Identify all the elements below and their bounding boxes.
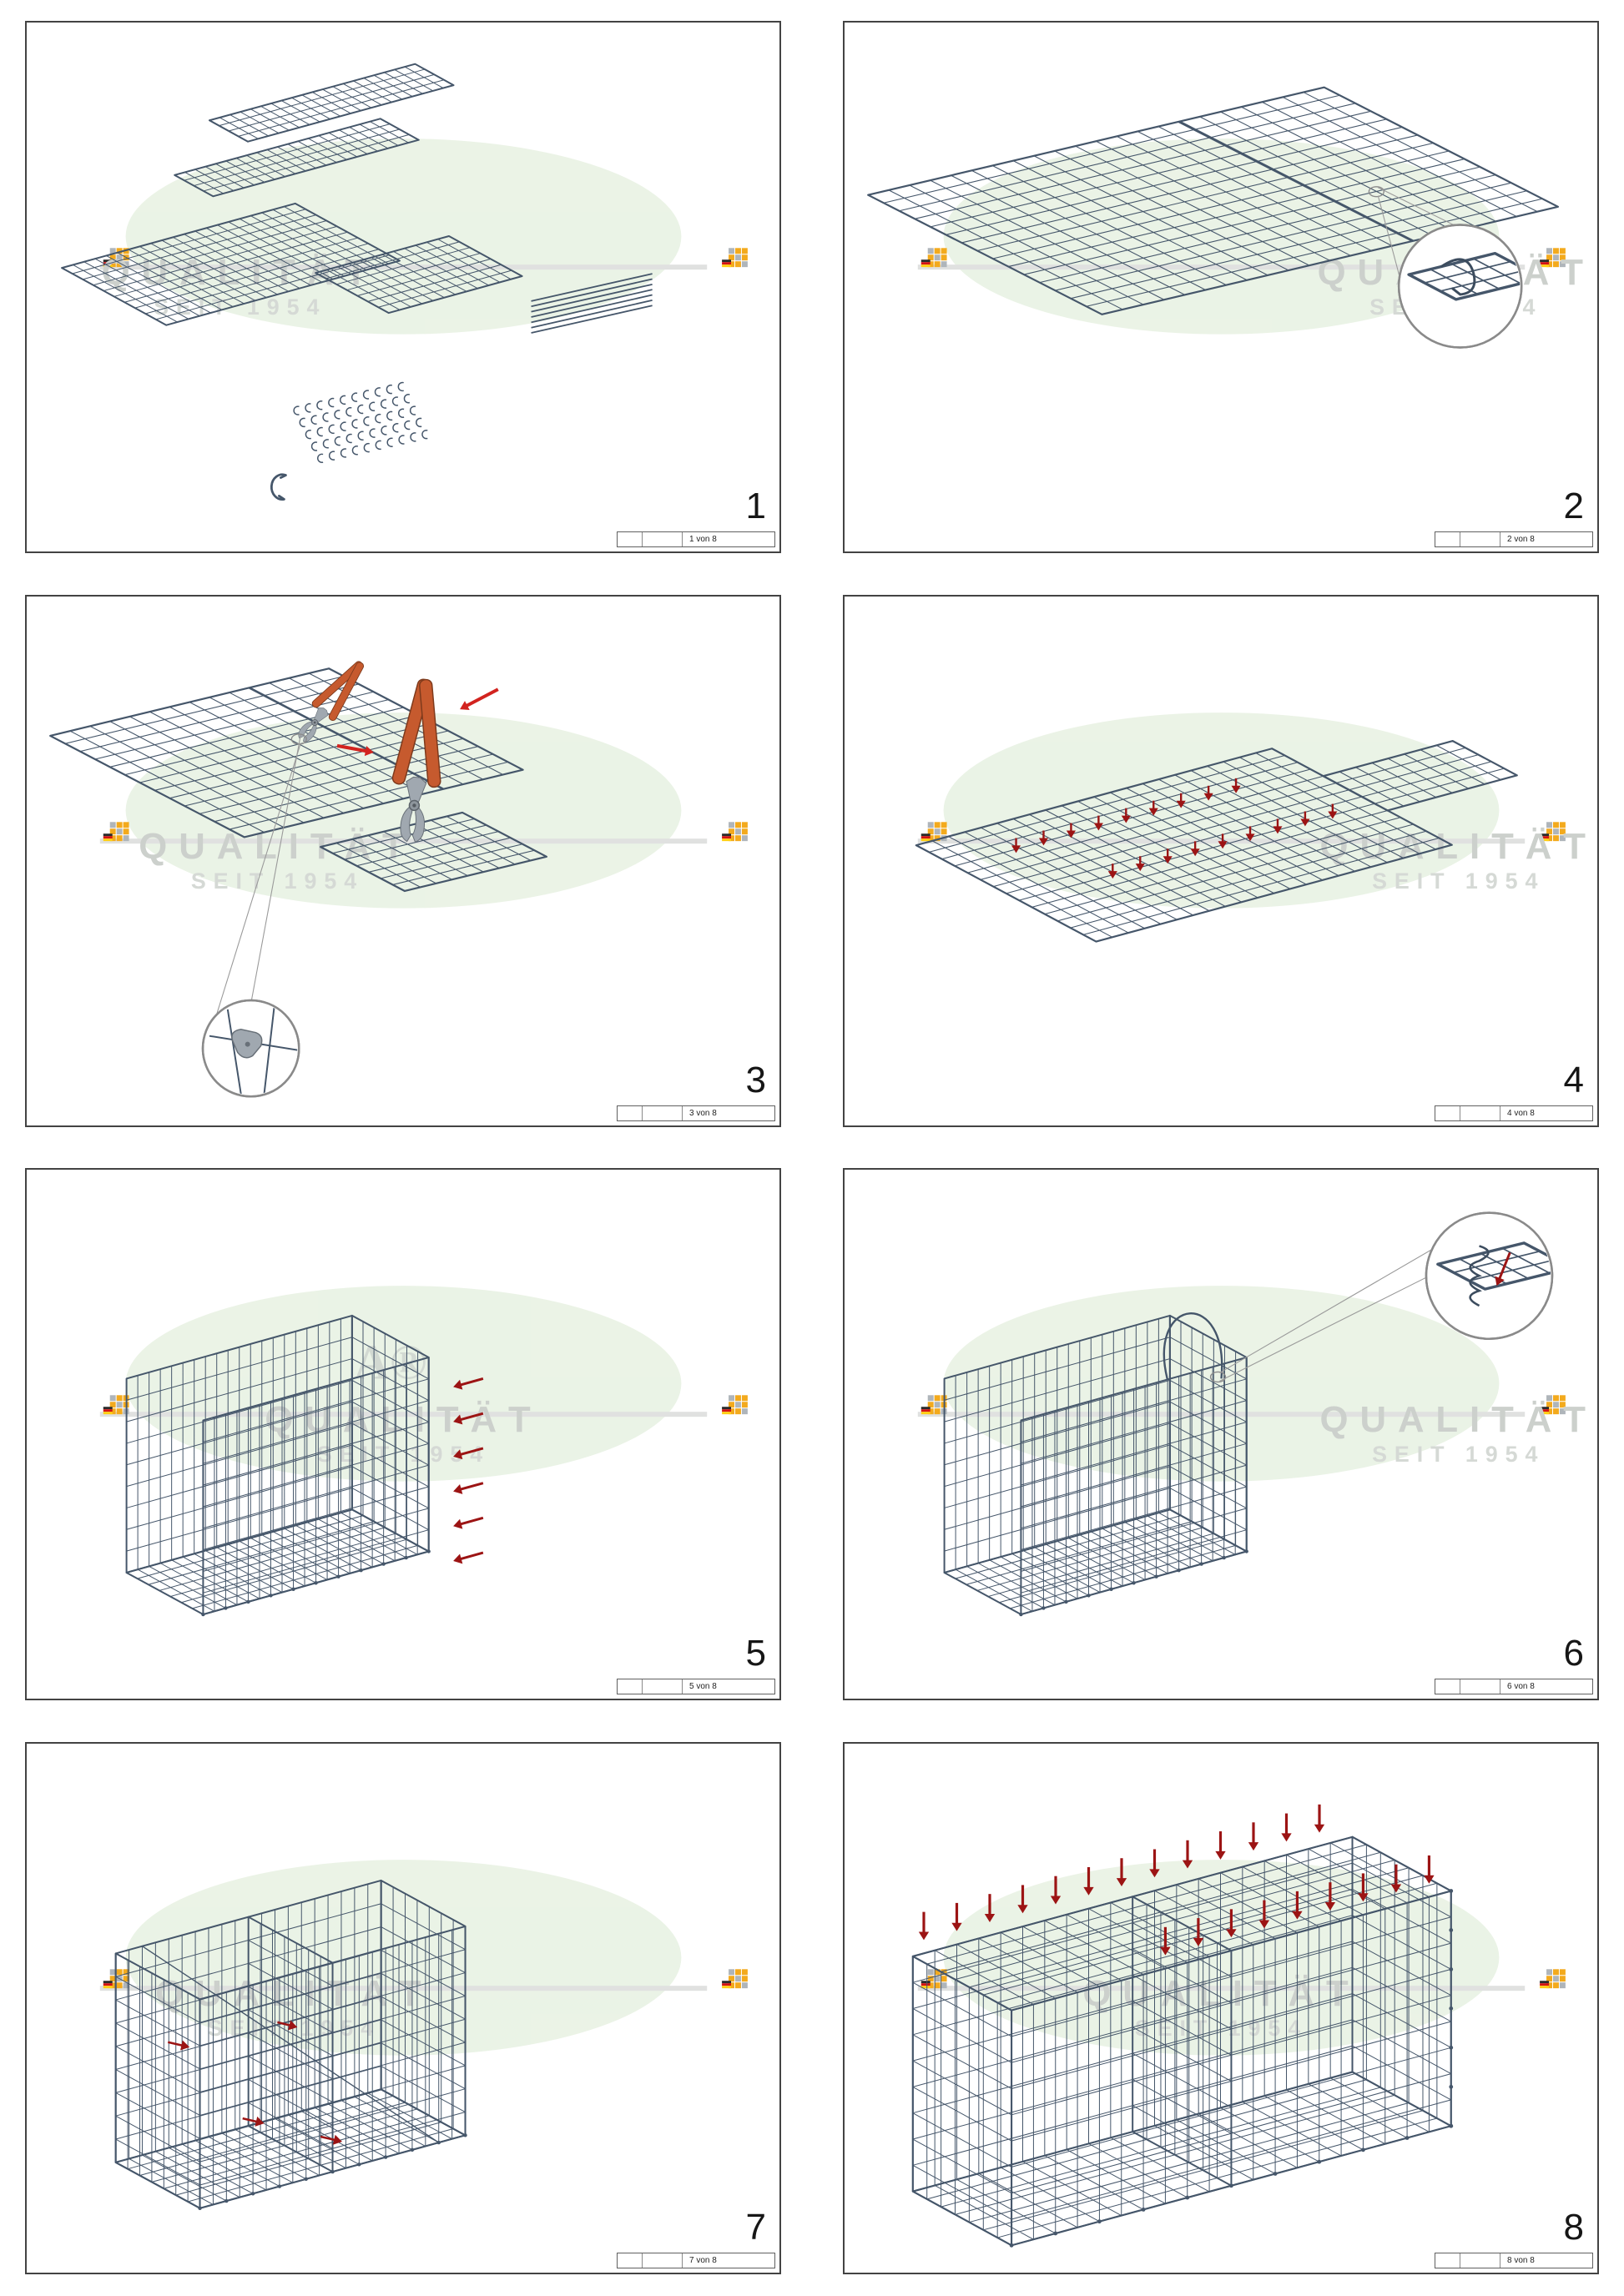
title-block: 2 von 8 bbox=[1435, 531, 1593, 547]
svg-text:A®: A® bbox=[354, 1334, 427, 1389]
title-block-cell bbox=[618, 1679, 643, 1694]
title-block-cell bbox=[643, 532, 683, 546]
title-block-cell bbox=[1460, 1679, 1500, 1694]
title-block-cell bbox=[643, 2253, 683, 2268]
title-block: 5 von 8 bbox=[617, 1679, 775, 1694]
title-block: 1 von 8 bbox=[617, 531, 775, 547]
title-block-cell bbox=[1460, 2253, 1500, 2268]
title-block-cell bbox=[1435, 2253, 1460, 2268]
page-indicator: 1 von 8 bbox=[689, 535, 717, 544]
title-block-cell bbox=[618, 2253, 643, 2268]
title-block-cell bbox=[1435, 1679, 1460, 1694]
page-indicator: 5 von 8 bbox=[689, 1682, 717, 1691]
step-number: 7 bbox=[745, 2206, 766, 2248]
title-block-cell bbox=[1460, 1105, 1500, 1120]
svg-text:QUALITÄT: QUALITÄT bbox=[265, 1399, 542, 1440]
svg-text:SEIT 1954: SEIT 1954 bbox=[1372, 1442, 1545, 1467]
step-number: 5 bbox=[745, 1633, 766, 1674]
svg-text:SEIT 1954: SEIT 1954 bbox=[191, 868, 364, 893]
page-indicator: 4 von 8 bbox=[1507, 1108, 1535, 1118]
svg-text:SEIT 1954: SEIT 1954 bbox=[1372, 868, 1545, 893]
title-block: 3 von 8 bbox=[617, 1105, 775, 1121]
page-indicator: 3 von 8 bbox=[689, 1108, 717, 1118]
step-number: 8 bbox=[1563, 2206, 1584, 2248]
svg-text:QUALITÄT: QUALITÄT bbox=[1320, 1399, 1597, 1440]
page-indicator: 2 von 8 bbox=[1507, 535, 1535, 544]
page-indicator: 6 von 8 bbox=[1507, 1682, 1535, 1691]
step-number: 2 bbox=[1563, 486, 1584, 526]
title-block: 8 von 8 bbox=[1435, 2252, 1593, 2268]
title-block-cell bbox=[643, 1105, 683, 1120]
svg-text:SEIT 1954: SEIT 1954 bbox=[154, 295, 326, 320]
svg-text:QUALITÄT: QUALITÄT bbox=[1320, 826, 1597, 867]
title-block-cell bbox=[1460, 532, 1500, 546]
title-block-cell bbox=[618, 532, 643, 546]
title-block-cell bbox=[1435, 1105, 1460, 1120]
title-block: 6 von 8 bbox=[1435, 1679, 1593, 1694]
title-block: 7 von 8 bbox=[617, 2252, 775, 2268]
title-block: 4 von 8 bbox=[1435, 1105, 1593, 1121]
step-number: 4 bbox=[1563, 1059, 1584, 1100]
page-indicator: 8 von 8 bbox=[1507, 2255, 1535, 2265]
title-block-cell bbox=[1435, 532, 1460, 546]
step-number: 1 bbox=[745, 486, 766, 526]
title-block-cell bbox=[643, 1679, 683, 1694]
step-number: 6 bbox=[1563, 1633, 1584, 1674]
title-block-cell bbox=[618, 1105, 643, 1120]
step-number: 3 bbox=[745, 1059, 766, 1100]
page-indicator: 7 von 8 bbox=[689, 2255, 717, 2265]
